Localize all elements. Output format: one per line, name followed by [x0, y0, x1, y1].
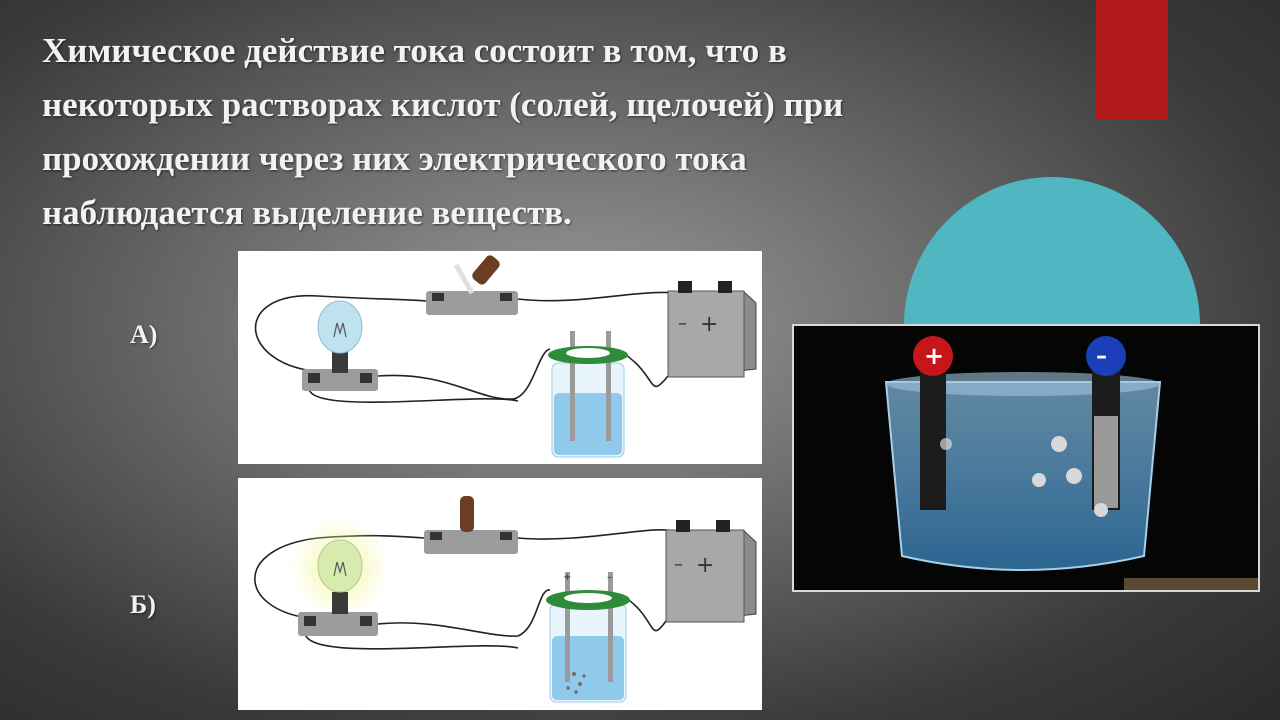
anode — [920, 360, 946, 510]
circuit-diagram-closed: – + + – — [238, 478, 762, 710]
electrolysis-beaker — [548, 331, 628, 458]
label-a: А) — [130, 320, 158, 349]
label-b: Б) — [130, 590, 156, 619]
gas-bubbles — [940, 436, 1108, 517]
circuit-diagram-open: – + — [238, 251, 762, 464]
switch-open — [426, 255, 518, 315]
electrode-minus-mark: – — [607, 572, 612, 583]
lamp-lit — [290, 518, 390, 636]
bubbles — [566, 672, 586, 694]
electrolysis-photo: + – — [792, 324, 1260, 592]
battery-plus: + — [696, 553, 714, 578]
plus-terminal — [913, 336, 953, 376]
minus-sign: – — [1096, 344, 1107, 369]
battery: – + — [667, 281, 757, 378]
switch-closed — [424, 496, 518, 554]
minus-terminal — [1086, 336, 1126, 376]
lamp-unlit — [302, 300, 378, 391]
red-accent-bar — [1096, 0, 1168, 120]
glass-vessel — [884, 381, 1162, 571]
battery: – + — [665, 520, 757, 623]
battery-plus: + — [700, 312, 718, 337]
electrode-plus-mark: + — [563, 572, 571, 583]
battery-minus: – — [674, 554, 683, 575]
battery-minus: – — [678, 313, 687, 334]
electrolysis-beaker: + – — [546, 572, 630, 703]
circuit-wires — [254, 291, 744, 403]
plus-sign: + — [924, 342, 944, 370]
slide-title: Химическое действие тока состоит в том, … — [42, 31, 844, 232]
